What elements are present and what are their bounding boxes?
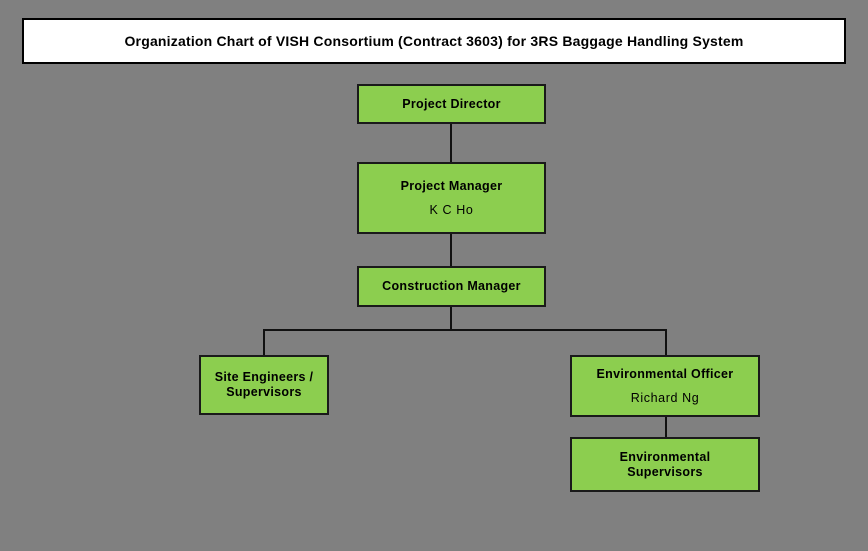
- connector-horizontal-bus: [263, 329, 667, 331]
- node-environmental-supervisors[interactable]: Environmental Supervisors: [570, 437, 760, 492]
- node-environmental-officer[interactable]: Environmental Officer Richard Ng: [570, 355, 760, 417]
- connector-bus-to-environmental-officer: [665, 329, 667, 355]
- node-environmental-officer-role: Environmental Officer: [596, 366, 734, 381]
- connector-director-to-manager: [450, 124, 452, 162]
- node-project-director-role: Project Director: [402, 96, 501, 111]
- page-title: Organization Chart of VISH Consortium (C…: [124, 33, 744, 49]
- connector-manager-to-construction: [450, 234, 452, 266]
- connector-construction-to-bus: [450, 307, 452, 331]
- node-project-manager-person: K C Ho: [429, 202, 474, 217]
- chart-title-banner: Organization Chart of VISH Consortium (C…: [22, 18, 846, 64]
- node-construction-manager[interactable]: Construction Manager: [357, 266, 546, 307]
- node-construction-manager-role: Construction Manager: [382, 279, 521, 293]
- node-site-engineers[interactable]: Site Engineers / Supervisors: [199, 355, 329, 415]
- connector-officer-to-supervisors: [665, 417, 667, 437]
- node-project-manager[interactable]: Project Manager K C Ho: [357, 162, 546, 234]
- node-environmental-supervisors-role: Environmental Supervisors: [619, 449, 711, 479]
- node-site-engineers-role: Site Engineers / Supervisors: [214, 370, 314, 399]
- node-project-manager-role: Project Manager: [400, 178, 503, 193]
- node-project-director[interactable]: Project Director: [357, 84, 546, 124]
- node-environmental-officer-person: Richard Ng: [630, 390, 700, 405]
- connector-bus-to-site-engineers: [263, 329, 265, 355]
